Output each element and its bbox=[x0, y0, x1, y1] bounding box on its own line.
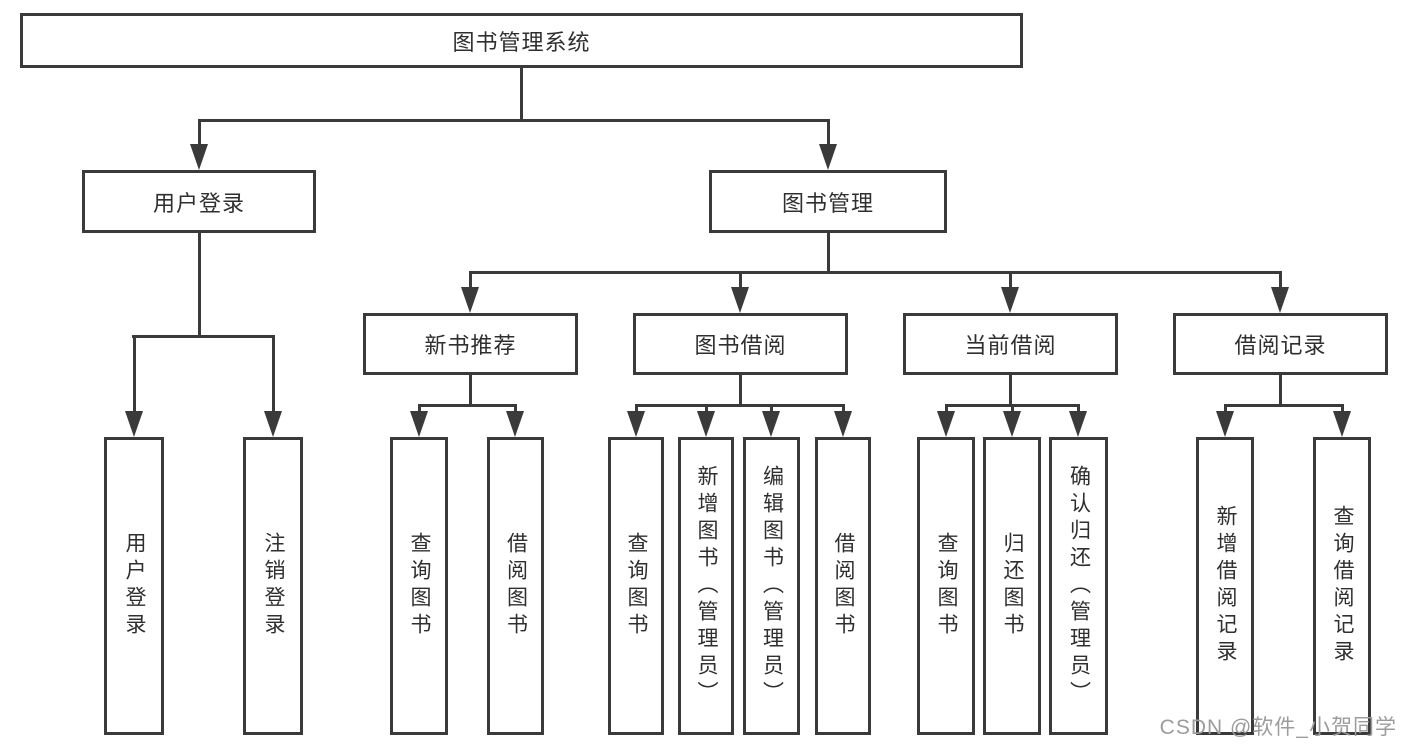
node-book-management-label: 图书管理 bbox=[781, 190, 874, 216]
connector-current-stub bbox=[1009, 271, 1012, 292]
connector-record-stub bbox=[1279, 271, 1282, 292]
connector-stub bbox=[770, 404, 773, 414]
node-query-book-recommend-label: 查询图书 bbox=[408, 532, 431, 640]
arrowhead-edit-book bbox=[762, 411, 780, 437]
arrowhead-borrow bbox=[731, 287, 749, 313]
connector-stub bbox=[1011, 404, 1014, 414]
connector-stub bbox=[635, 404, 638, 414]
node-root-label: 图书管理系统 bbox=[452, 29, 591, 55]
arrowhead-query-book-3 bbox=[937, 411, 955, 437]
node-confirm-return-admin: 确认归还（管理员） bbox=[1049, 437, 1108, 735]
node-user-login-label: 用户登录 bbox=[152, 190, 245, 216]
node-borrow-book-recommend-label: 借阅图书 bbox=[504, 532, 528, 640]
node-login-label: 用户登录 bbox=[123, 532, 146, 640]
node-edit-book-admin: 编辑图书（管理员） bbox=[743, 437, 800, 735]
node-borrow-record-label: 借阅记录 bbox=[1234, 333, 1327, 358]
node-query-book-borrow-label: 查询图书 bbox=[625, 532, 648, 640]
arrowhead-query-book-1 bbox=[410, 411, 428, 437]
node-query-book-current-label: 查询图书 bbox=[935, 532, 958, 640]
connector-stub bbox=[1224, 404, 1227, 414]
connector-logout-drop bbox=[272, 335, 275, 413]
connector-current-drop bbox=[1009, 375, 1012, 407]
arrowhead-add-book bbox=[697, 411, 715, 437]
connector-stub bbox=[514, 404, 517, 414]
node-new-book-recommend-label: 新书推荐 bbox=[424, 333, 517, 358]
node-root: 图书管理系统 bbox=[20, 13, 1023, 68]
connector-user-login-drop bbox=[198, 233, 201, 337]
arrowhead-add-record bbox=[1216, 411, 1234, 437]
connector-borrow-stub bbox=[739, 271, 742, 292]
node-confirm-return-admin-label: 确认归还（管理员） bbox=[1067, 464, 1091, 708]
arrowhead-return-book bbox=[1003, 411, 1021, 437]
connector-stub bbox=[1341, 404, 1344, 414]
watermark-text: CSDN @软件_小贺同学 bbox=[1159, 716, 1397, 739]
arrowhead-borrow-book-1 bbox=[506, 411, 524, 437]
connector-book-mgmt-stub bbox=[827, 119, 830, 147]
arrowhead-record bbox=[1271, 287, 1289, 313]
arrowhead-recommend bbox=[461, 287, 479, 313]
node-current-borrow: 当前借阅 bbox=[903, 313, 1118, 375]
connector-user-login-hline bbox=[132, 335, 274, 338]
connector-stub bbox=[842, 404, 845, 414]
node-borrow-book-recommend: 借阅图书 bbox=[487, 437, 544, 735]
node-book-management: 图书管理 bbox=[709, 170, 947, 233]
node-query-book-current: 查询图书 bbox=[917, 437, 975, 735]
node-query-borrow-record: 查询借阅记录 bbox=[1313, 437, 1371, 735]
connector-book-mgmt-drop bbox=[827, 233, 830, 274]
node-login: 用户登录 bbox=[104, 437, 164, 735]
connector-recommend-stub bbox=[469, 271, 472, 292]
node-query-book-borrow: 查询图书 bbox=[608, 437, 664, 735]
node-query-borrow-record-label: 查询借阅记录 bbox=[1331, 505, 1354, 667]
node-add-book-admin-label: 新增图书（管理员） bbox=[695, 464, 718, 708]
node-add-borrow-record-label: 新增借阅记录 bbox=[1214, 505, 1237, 667]
connector-level3-hline bbox=[469, 271, 1282, 274]
connector-recommend-drop bbox=[469, 375, 472, 407]
node-new-book-recommend: 新书推荐 bbox=[363, 313, 578, 375]
node-book-borrow: 图书借阅 bbox=[633, 313, 848, 375]
connector-user-login-stub bbox=[198, 119, 201, 147]
node-logout-label: 注销登录 bbox=[262, 532, 285, 640]
node-return-book: 归还图书 bbox=[983, 437, 1041, 735]
connector-record-drop bbox=[1279, 375, 1282, 407]
node-borrow-book-label: 借阅图书 bbox=[832, 532, 855, 640]
connector-stub bbox=[945, 404, 948, 414]
node-add-book-admin: 新增图书（管理员） bbox=[678, 437, 734, 735]
node-query-book-recommend: 查询图书 bbox=[390, 437, 448, 735]
arrowhead-book-mgmt bbox=[819, 144, 837, 170]
node-book-borrow-label: 图书借阅 bbox=[694, 333, 787, 358]
connector-login-drop bbox=[133, 335, 136, 413]
connector-record-hline bbox=[1224, 404, 1343, 407]
connector-stub bbox=[705, 404, 708, 414]
node-borrow-book: 借阅图书 bbox=[815, 437, 871, 735]
node-borrow-record: 借阅记录 bbox=[1173, 313, 1388, 375]
connector-level2-hline bbox=[198, 119, 830, 122]
node-edit-book-admin-label: 编辑图书（管理员） bbox=[760, 464, 784, 708]
node-return-book-label: 归还图书 bbox=[1001, 532, 1024, 640]
connector-recommend-hline bbox=[418, 404, 517, 407]
arrowhead-user-login bbox=[190, 144, 208, 170]
connector-borrow-hline bbox=[635, 404, 844, 407]
arrowhead-query-book-2 bbox=[627, 411, 645, 437]
arrowhead-confirm-return bbox=[1069, 411, 1087, 437]
arrowhead-logout bbox=[264, 411, 282, 437]
arrowhead-current bbox=[1001, 287, 1019, 313]
arrowhead-query-record bbox=[1333, 411, 1351, 437]
node-user-login: 用户登录 bbox=[82, 170, 316, 233]
arrowhead-borrow-book-2 bbox=[834, 411, 852, 437]
connector-root-drop bbox=[520, 68, 523, 119]
node-current-borrow-label: 当前借阅 bbox=[964, 333, 1057, 358]
node-add-borrow-record: 新增借阅记录 bbox=[1196, 437, 1254, 735]
connector-stub bbox=[418, 404, 421, 414]
connector-borrow-drop bbox=[739, 375, 742, 407]
node-logout: 注销登录 bbox=[243, 437, 303, 735]
arrowhead-login bbox=[125, 411, 143, 437]
connector-stub bbox=[1077, 404, 1080, 414]
